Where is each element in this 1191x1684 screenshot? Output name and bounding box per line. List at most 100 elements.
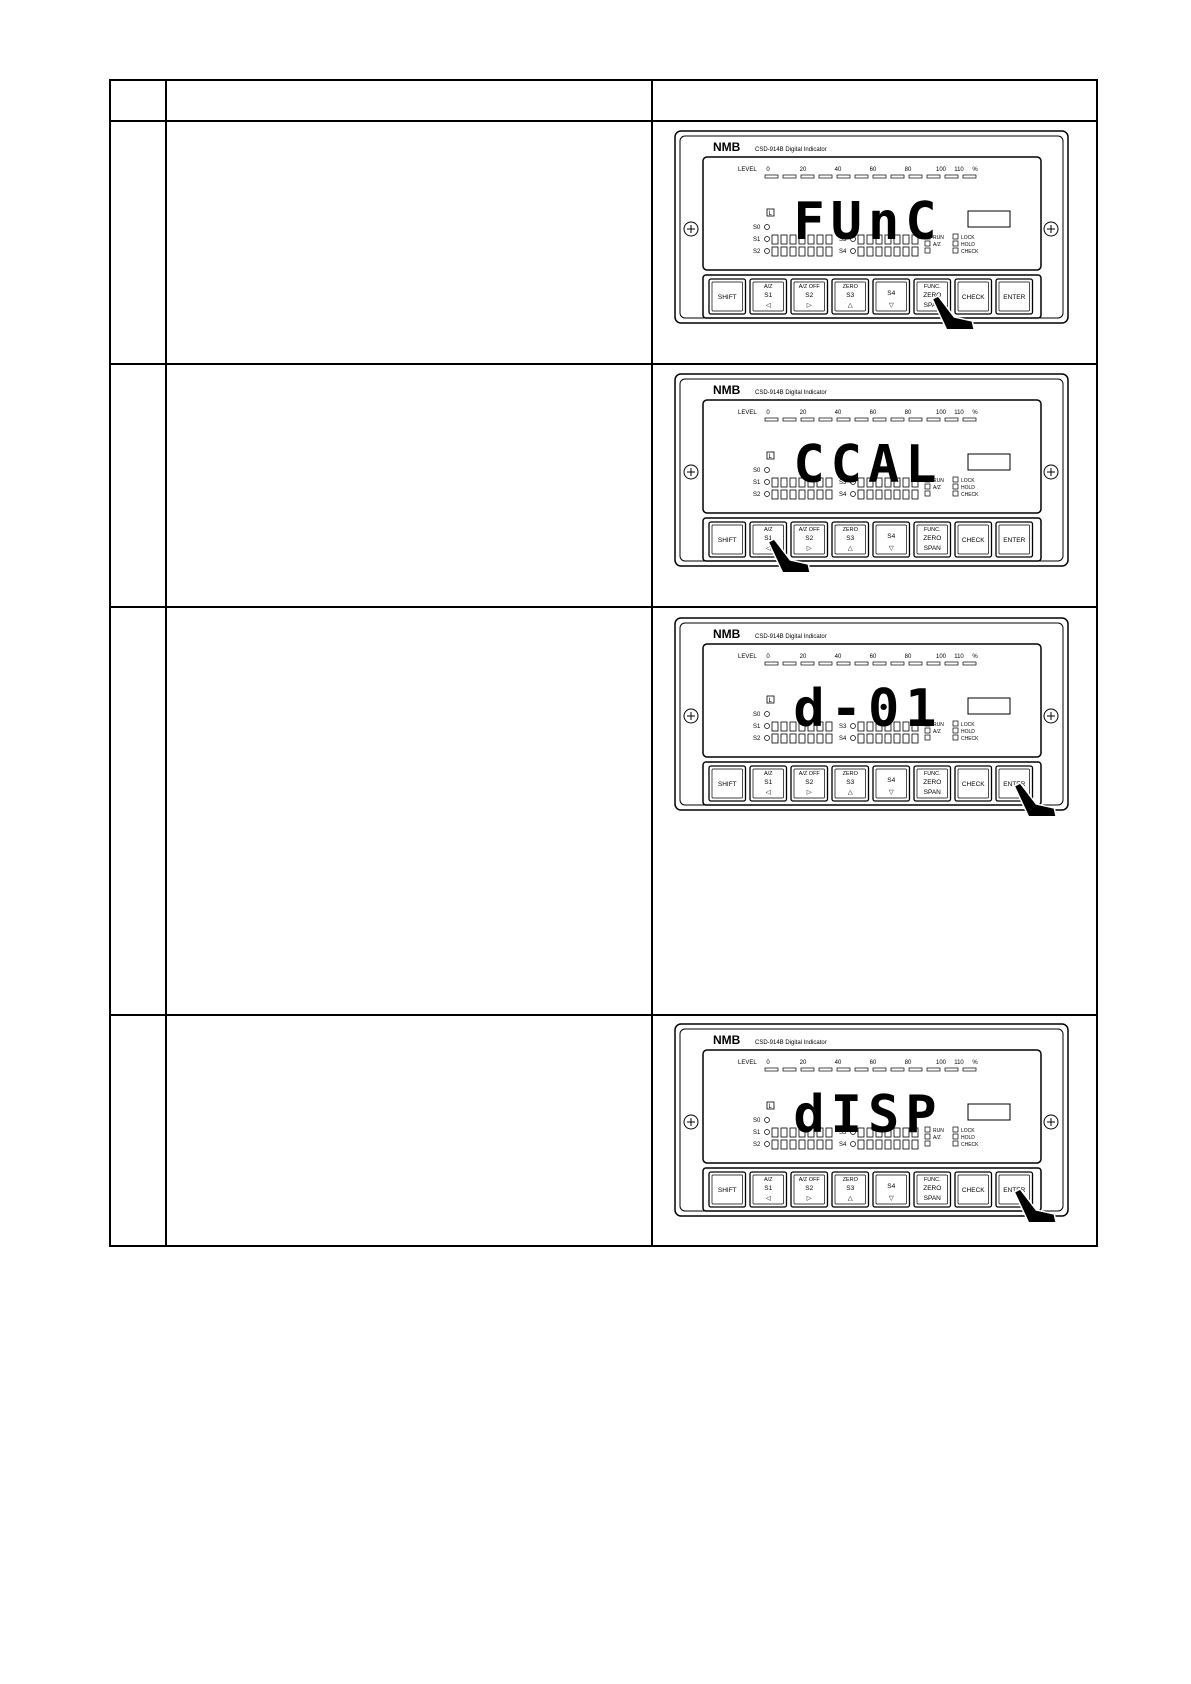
- setpoint-lamp: [764, 467, 770, 473]
- status-lamp: [924, 490, 931, 497]
- button-check[interactable]: CHECK: [954, 765, 993, 802]
- level-bar-segment: [800, 1067, 815, 1072]
- button-s1[interactable]: A/ZS1◁: [749, 1171, 788, 1208]
- row-divider-2: [111, 606, 1096, 608]
- button-main-label: S1: [764, 535, 772, 542]
- level-bar-segment: [872, 174, 887, 179]
- setpoint-digit: [902, 246, 910, 257]
- button-main-label: S3: [846, 535, 854, 542]
- button-s4[interactable]: S4▽: [872, 1171, 911, 1208]
- l-indicator: L: [769, 454, 773, 460]
- button-s4[interactable]: S4 ▽: [872, 765, 911, 802]
- setpoint-lamp: [764, 479, 770, 485]
- button-s4[interactable]: S4▽: [872, 521, 911, 558]
- status-label-check: CHECK: [961, 249, 979, 255]
- button-check[interactable]: CHECK: [954, 521, 993, 558]
- setpoint-label-s3: S3: [839, 1130, 847, 1136]
- setpoint-digit: [911, 234, 919, 245]
- setpoint-digit: [911, 477, 919, 488]
- button-check[interactable]: CHECK: [954, 1171, 993, 1208]
- level-bar-segment: [764, 1067, 779, 1072]
- level-bar-segment: [854, 1067, 869, 1072]
- procedure-table: [109, 79, 1098, 1247]
- button-check[interactable]: CHECK: [954, 278, 993, 315]
- button-shift[interactable]: SHIFT: [708, 765, 747, 802]
- setpoint-digit: [825, 234, 833, 245]
- setpoint-digit: [893, 477, 901, 488]
- level-bar-segment: [962, 174, 977, 179]
- setpoint-digit: [911, 246, 919, 257]
- button-top-label: ZERO: [843, 771, 859, 777]
- button-sub-label: ◁: [766, 789, 772, 796]
- button-main-label: S2: [805, 1185, 813, 1192]
- pointing-hand-icon: [931, 295, 975, 329]
- setpoint-digit: [911, 721, 919, 732]
- status-label-hold: HOLD: [961, 242, 975, 248]
- button-enter[interactable]: ENTER: [995, 521, 1034, 558]
- setpoint-digit: [825, 733, 833, 744]
- button-main-label: ZERO: [923, 535, 941, 542]
- button-main-label: S1: [764, 292, 772, 299]
- setpoint-label-s0: S0: [753, 712, 761, 718]
- setpoint-digit: [875, 477, 883, 488]
- status-lamp: [952, 1126, 959, 1133]
- setpoint-digit: [857, 1139, 865, 1150]
- button-s1[interactable]: A/ZS1◁: [749, 278, 788, 315]
- status-lamp: [952, 240, 959, 247]
- button-main-label: S4: [887, 777, 895, 784]
- button-sub-label: △: [848, 1195, 854, 1202]
- setpoint-label-s0: S0: [753, 225, 761, 231]
- level-bar-segment: [836, 1067, 851, 1072]
- button-enter[interactable]: ENTER: [995, 278, 1034, 315]
- setpoint-label-s2: S2: [753, 1142, 761, 1148]
- button-s1[interactable]: A/ZS1◁: [749, 765, 788, 802]
- level-tick-label: 0: [766, 1060, 770, 1066]
- main-display-readout: dISP: [793, 1085, 942, 1145]
- button-s4[interactable]: S4▽: [872, 278, 911, 315]
- button-top-label: A/Z OFF: [799, 284, 821, 290]
- model-label: CSD-914B Digital Indicator: [755, 390, 827, 396]
- setpoint-digit: [866, 246, 874, 257]
- level-tick-label: 100: [936, 1060, 947, 1066]
- setpoint-digit: [902, 733, 910, 744]
- button-shift[interactable]: SHIFT: [708, 278, 747, 315]
- setpoint-label-s2: S2: [753, 492, 761, 498]
- setpoint-lamp: [850, 1141, 856, 1147]
- setpoint-digit: [857, 246, 865, 257]
- level-tick-label: 20: [800, 410, 807, 416]
- button-main-label: CHECK: [962, 537, 985, 544]
- level-bar-segment: [800, 661, 815, 666]
- button-shift[interactable]: SHIFT: [708, 521, 747, 558]
- button-top-label: A/Z: [764, 527, 773, 533]
- setpoint-lamp: [764, 248, 770, 254]
- level-bar-segment: [890, 174, 905, 179]
- status-lamp: [952, 483, 959, 490]
- setpoint-label-s3: S3: [839, 237, 847, 243]
- level-bar-segment: [836, 661, 851, 666]
- setpoint-digit: [902, 721, 910, 732]
- level-tick-label: 80: [905, 167, 912, 173]
- setpoint-digit: [816, 246, 824, 257]
- setpoint-lamp: [764, 711, 770, 717]
- status-lamp: [952, 490, 959, 497]
- setpoint-digit: [807, 489, 815, 500]
- level-bar-segment: [800, 417, 815, 422]
- setpoint-lamp: [764, 224, 770, 230]
- level-label: LEVEL: [738, 410, 757, 416]
- button-main-label: SHIFT: [718, 1187, 737, 1194]
- button-sub-label: ▽: [889, 789, 895, 796]
- button-shift[interactable]: SHIFT: [708, 1171, 747, 1208]
- setpoint-digit: [893, 721, 901, 732]
